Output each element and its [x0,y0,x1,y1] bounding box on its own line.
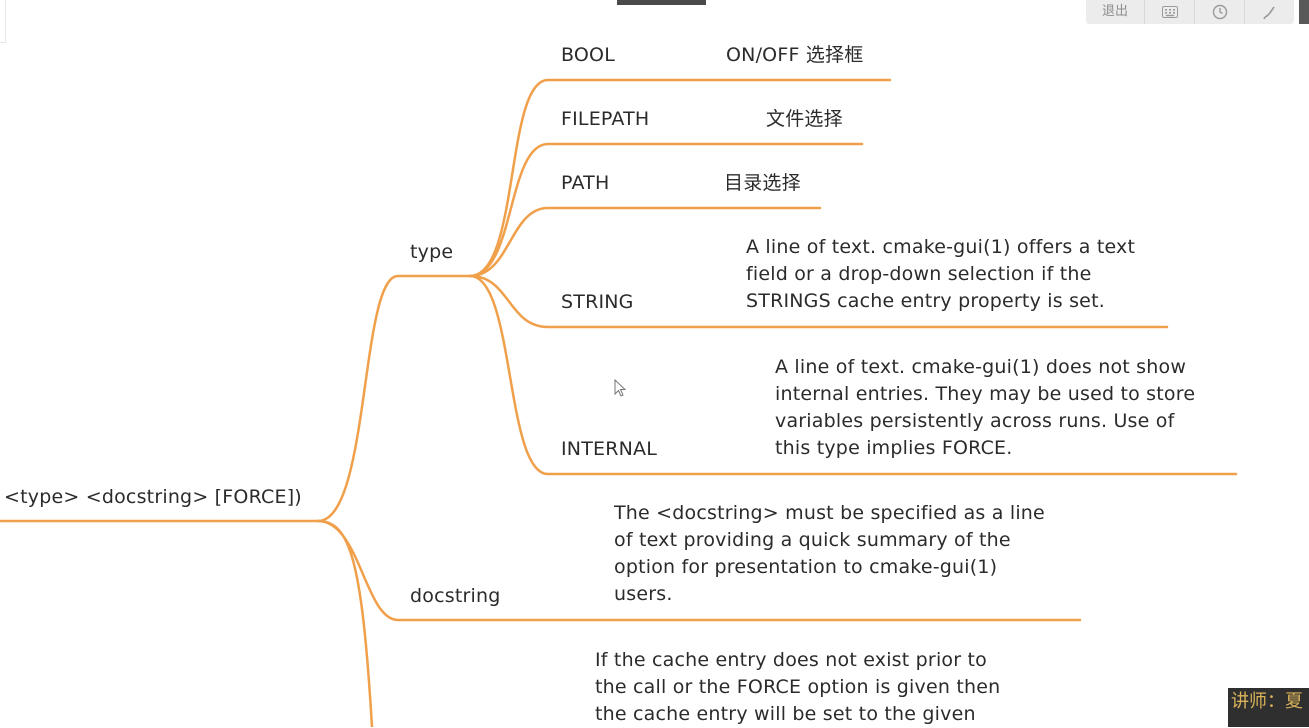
pen-icon [1262,6,1275,20]
bool-desc: ON/OFF 选择框 [726,44,864,66]
path-label: PATH [561,172,610,194]
force-desc: If the cache entry does not exist prior … [595,649,1001,725]
pen-button[interactable] [1244,0,1294,24]
keyboard-button[interactable] [1144,0,1194,24]
type-node-label: type [410,241,454,263]
edge-root-force [316,519,374,727]
internal-desc: A line of text. cmake-gui(1) does not sh… [775,356,1196,459]
filepath-desc: 文件选择 [766,108,843,130]
edge-root-type [316,274,472,523]
docstring-node-label: docstring [410,585,501,607]
keyboard-icon [1161,6,1178,18]
mouse-cursor-icon [614,379,627,397]
edge-type-internal [468,274,1238,476]
docstring-desc: The <docstring> must be specified as a l… [614,502,1045,605]
toolbar-edge [1299,0,1309,24]
bool-label: BOOL [561,44,615,66]
internal-label: INTERNAL [561,438,658,460]
lecturer-caption: 讲师：夏 [1228,688,1309,727]
edge-type-filepath [468,142,864,278]
top-handle[interactable] [617,0,706,5]
presentation-toolbar: 退出 [1086,0,1294,24]
edge-type-bool [468,78,892,278]
timer-button[interactable] [1194,0,1244,24]
string-label: STRING [561,291,634,313]
filepath-label: FILEPATH [561,108,650,130]
clock-icon [1212,4,1227,20]
root-node-label: <type> <docstring> [FORCE]) [4,486,302,508]
exit-button[interactable]: 退出 [1101,4,1128,19]
left-panel-edge [0,0,5,42]
path-desc: 目录选择 [724,172,801,194]
string-desc: A line of text. cmake-gui(1) offers a te… [746,236,1136,312]
edge-type-path [468,206,822,278]
edge-type-string [468,274,1169,329]
